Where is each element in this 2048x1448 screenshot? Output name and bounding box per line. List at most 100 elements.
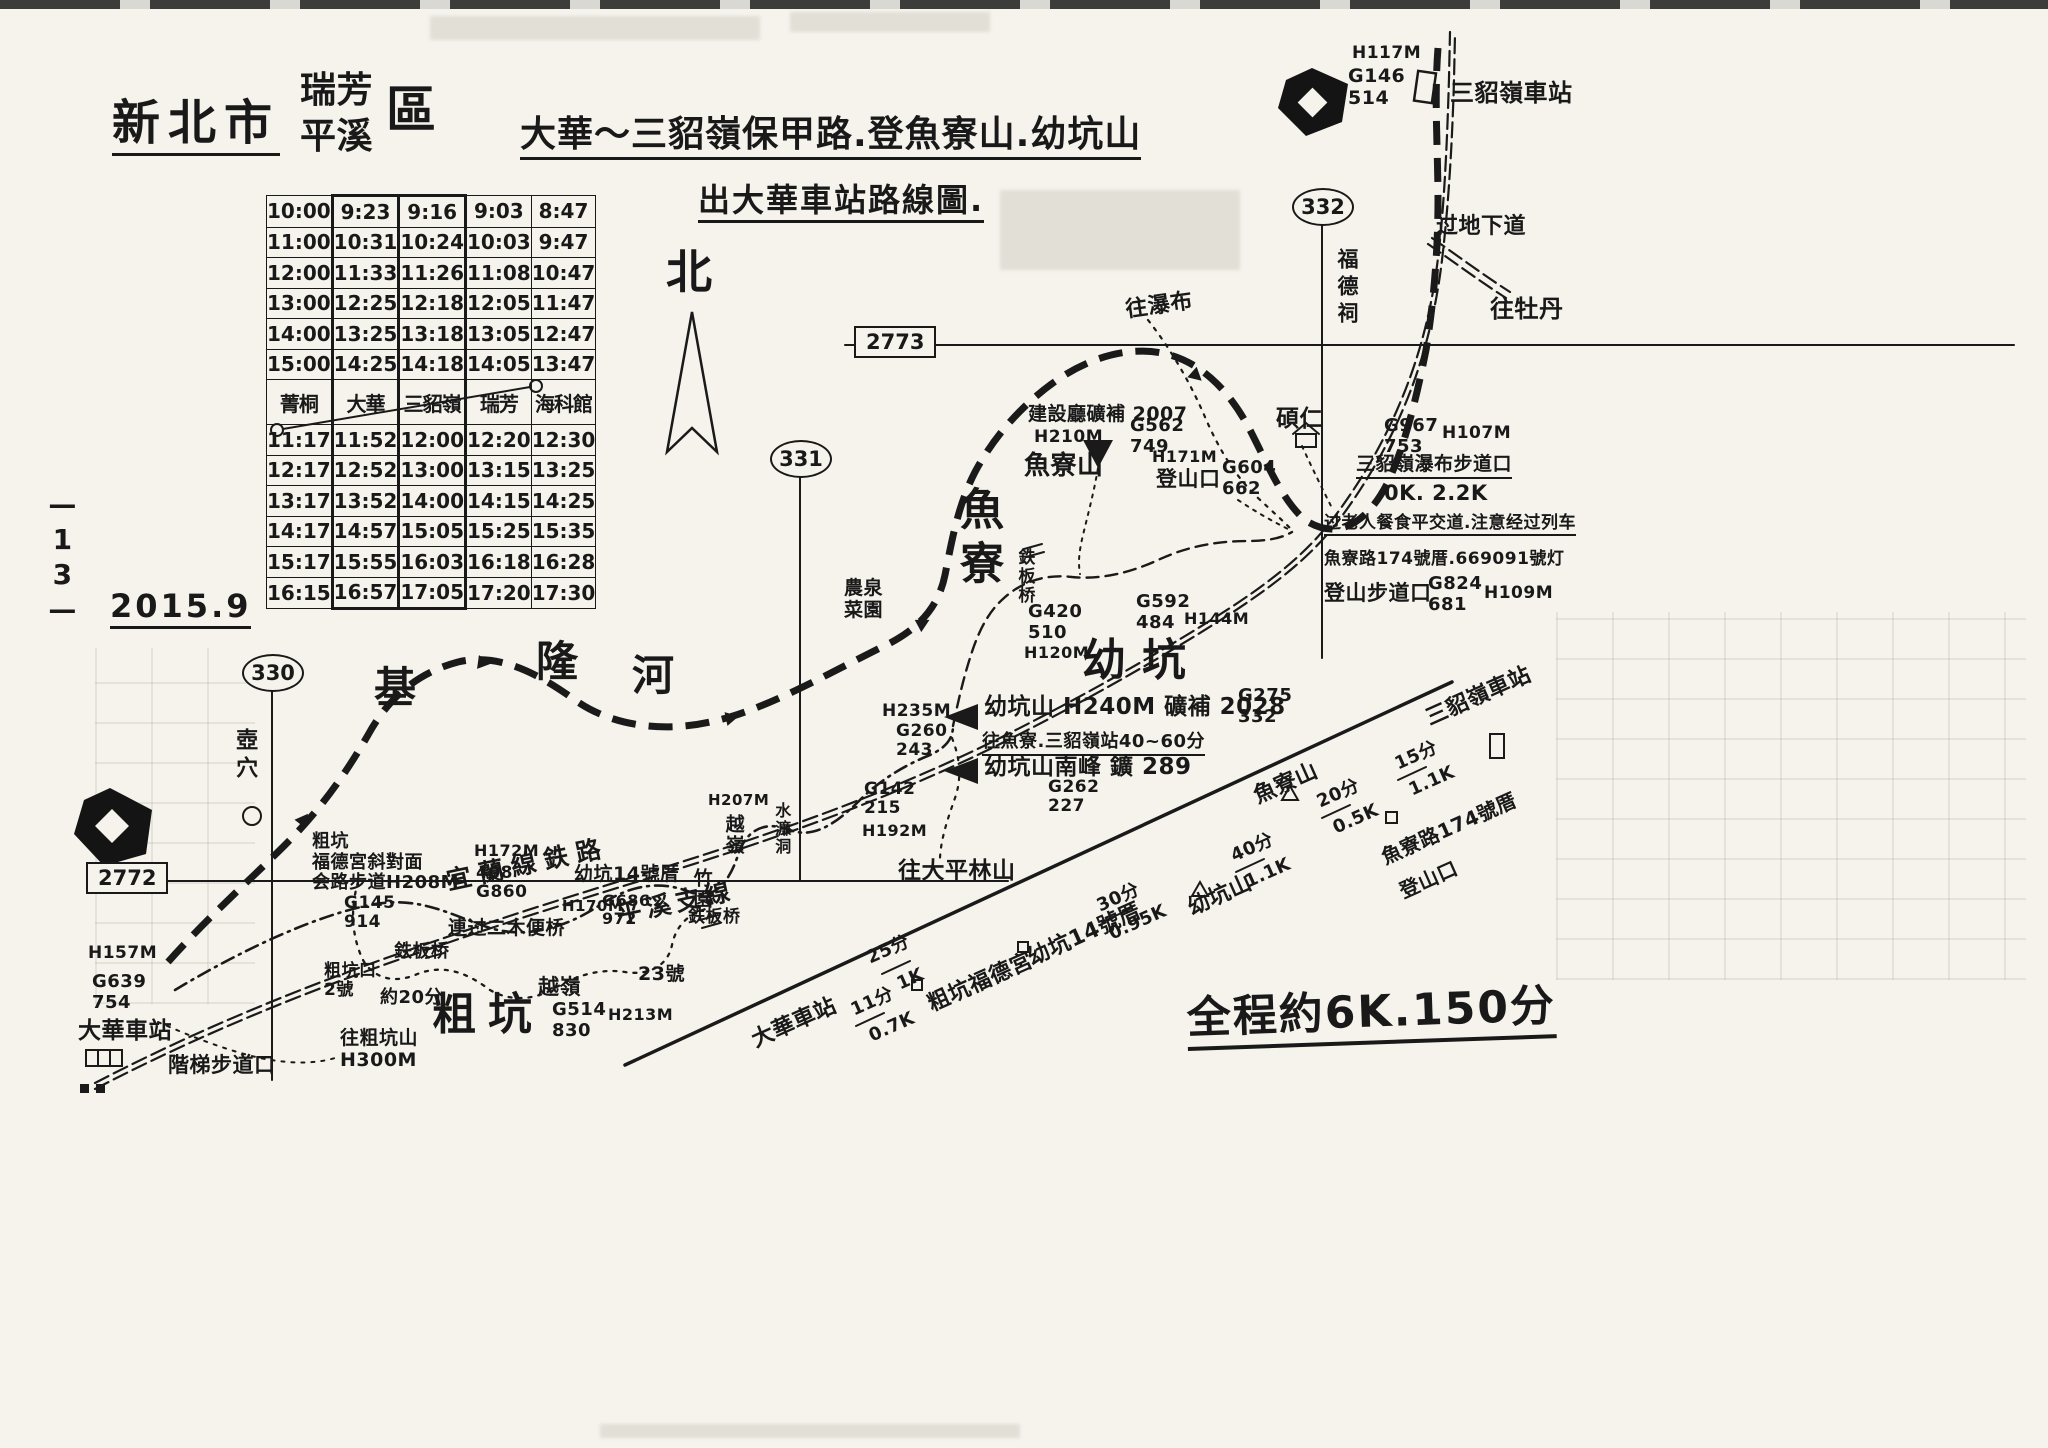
grid-ref-331: 331 [770, 440, 832, 478]
label-iron-bridge: 鉄板桥 [688, 907, 741, 927]
trail-path-youkeng [951, 530, 1294, 728]
timetable-cell: 12:47 [530, 318, 597, 350]
timetable-cell: 16:28 [530, 546, 597, 578]
label-iron-bridge: 鉄板桥 [1014, 548, 1035, 605]
label-trailhead: 登山步道口 [1324, 581, 1432, 605]
timetable-cell: 17:30 [530, 576, 597, 609]
label-basepoint: G604 662 [1222, 457, 1277, 499]
label-basepoint: G275 332 [1238, 685, 1293, 727]
north-arrow [665, 311, 719, 456]
label-to-mudan: 往牡丹 [1490, 295, 1564, 323]
label-sanjiaoling-station: 三貂嶺車站 [1450, 79, 1573, 107]
district-bottom: 平溪 [300, 116, 374, 157]
label-bamboo-garden: 竹園 [690, 868, 713, 910]
label-elevation: H109M [1484, 583, 1554, 603]
label-stairs-trailhead: 階梯步道口 [168, 1053, 276, 1077]
trail-path-cukeng [351, 880, 712, 1000]
timetable-cell: 13:47 [530, 348, 597, 380]
label-elevation: H170M [562, 897, 624, 915]
label-elevation: H144M [1184, 609, 1250, 628]
timetable-cell: 17:05 [397, 576, 468, 610]
label-elevation: H210M [1034, 427, 1104, 447]
timetable-cell: 16:57 [330, 576, 401, 610]
timetable-cell: 14:00 [266, 318, 333, 350]
timetable-cell: 14:05 [465, 348, 532, 380]
bridge-marks [423, 543, 1045, 959]
label-dahua-station: 大華車站 [78, 1018, 172, 1044]
label-cukeng-area: 粗坑 [432, 989, 544, 1040]
timetable-cell: 14:25 [330, 348, 401, 380]
timetable-cell: 11:17 [266, 424, 333, 456]
timetable-cell: 15:05 [397, 515, 468, 547]
timetable-cell: 15:55 [330, 546, 401, 578]
timetable-cell: 14:00 [397, 485, 468, 517]
station-symbol-profile [1489, 733, 1505, 759]
timetable-cell: 10:47 [530, 257, 597, 289]
district-top: 瑞芳 [300, 70, 374, 111]
profile-divider-line [623, 680, 1454, 1067]
label-youkeng-area: 幼坑 [1082, 635, 1202, 686]
scan-artifact [600, 1424, 1020, 1438]
label-basepoint: G967 753 [1384, 415, 1439, 457]
map-title: 大華～三貂嶺保甲路.登魚寮山.幼坑山 [520, 114, 1142, 161]
label-elevation: H213M [608, 1005, 674, 1024]
timetable-cell: 16:03 [397, 546, 468, 578]
scan-artifact [1000, 190, 1240, 270]
main-route-path [165, 47, 1442, 965]
label-yuliao-road-house: 魚寮路174號厝.669091號灯 [1324, 549, 1565, 569]
timetable-cell: 13:00 [266, 287, 333, 319]
timetable-cell: 10:00 [266, 195, 333, 228]
label-keelung-river: 河 [632, 651, 675, 700]
route-badge-icon [74, 788, 152, 866]
page-number: —13— [45, 488, 79, 628]
label-water-curtain-cave: 水濂洞 [772, 802, 792, 856]
label-basepoint: 408 G860 [476, 863, 528, 903]
timetable-cell: 9:03 [465, 195, 532, 228]
timetable-cell: 13:18 [397, 318, 468, 350]
station-name: 三貂嶺 [397, 379, 468, 425]
route-chevrons [294, 366, 1202, 829]
label-elevation: H192M [862, 821, 928, 840]
label-ridge-pass: 越嶺 [538, 975, 581, 999]
timetable-cell: 9:23 [330, 194, 401, 228]
label-basepoint: G260 243 [896, 721, 948, 761]
timetable-cell: 13:00 [397, 454, 468, 486]
timetable-cell: 15:25 [465, 515, 532, 547]
timetable-cell: 11:33 [330, 257, 401, 289]
label-fudegong-note: 粗坑 福德宮斜對面 会路步道H208M [312, 831, 460, 894]
peak-marker-icon [1083, 440, 1113, 468]
north-label: 北 [666, 245, 713, 299]
trail-path-shuoren [1301, 445, 1333, 509]
label-level-crossing-note: 过老人餐食平交道.注意经过列车 [1324, 513, 1576, 537]
station-name: 瑞芳 [465, 379, 532, 425]
timetable-cell: 11:08 [465, 257, 532, 289]
timetable-cell: 9:47 [530, 226, 597, 258]
district-suffix: 區 [386, 81, 437, 139]
label-basepoint: G686 972 [602, 891, 651, 929]
trail-path-peak-climb [1078, 467, 1099, 575]
timetable-cell: 12:05 [465, 287, 532, 319]
trail-path-dengshankou [1237, 499, 1291, 531]
station-symbol-sanjiaoling [1412, 69, 1438, 105]
railway-path [93, 30, 1512, 1091]
timetable-cell: 13:17 [266, 485, 333, 517]
label-time-note: 約20分 [380, 987, 444, 1008]
label-to-dapinglin: 往大平林山 [898, 858, 1016, 884]
timetable-cell: 13:05 [465, 318, 532, 350]
timetable-cell: 13:15 [465, 454, 532, 486]
timetable-cell: 11:47 [530, 287, 597, 319]
timetable-cell: 13:25 [530, 454, 597, 486]
label-elevation: H120M [1024, 643, 1090, 662]
timetable-cell: 12:52 [330, 454, 401, 486]
label-basepoint: G146 514 [1348, 65, 1406, 109]
scan-artifact [790, 12, 990, 32]
label-basepoint: G562 749 [1130, 415, 1185, 457]
timetable-cell: 14:17 [266, 515, 333, 547]
